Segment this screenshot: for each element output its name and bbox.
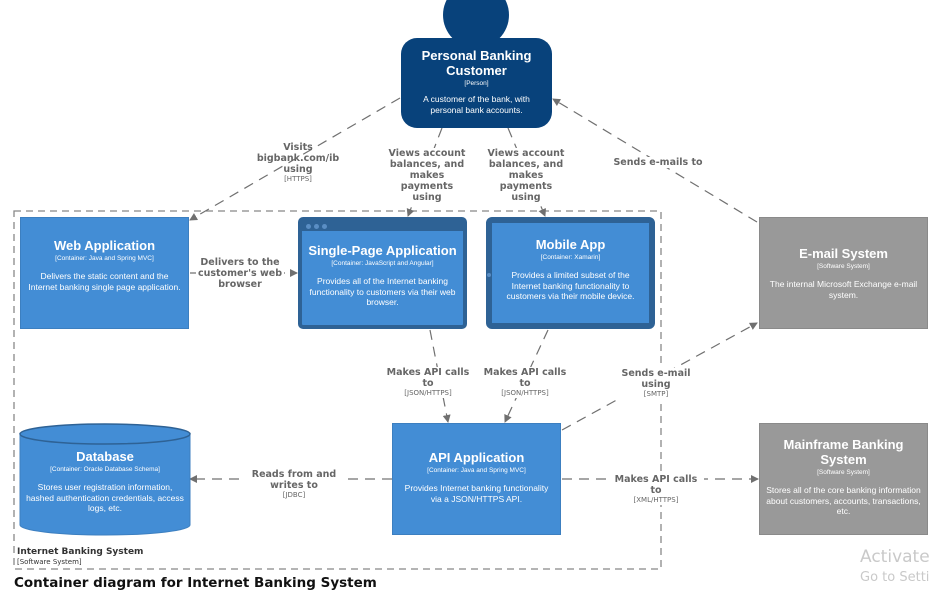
browser-dot-icon: [306, 224, 311, 229]
reads-writes-l2: writes to: [270, 480, 318, 491]
database-cylinder: [19, 423, 191, 536]
browser-toolbar: [302, 221, 463, 231]
api-mainframe-tech: [XML/HTTPS]: [633, 496, 679, 504]
boundary-label: Internet Banking System [Software System…: [17, 547, 143, 567]
diagram-title: Container diagram for Internet Banking S…: [14, 575, 377, 591]
spa-type: [Container: JavaScript and Angular]: [331, 260, 434, 267]
api-desc: Provides Internet banking functionality …: [404, 483, 549, 504]
views-spa-l4: using: [412, 192, 442, 203]
mainframe-type: [Software System]: [817, 469, 870, 476]
api-type: [Container: Java and Spring MVC]: [427, 467, 526, 474]
visits-l1: Visits: [283, 142, 313, 153]
boundary-name: Internet Banking System: [17, 547, 144, 557]
visits-tech: [HTTPS]: [284, 175, 312, 183]
views-mobile-l1: Views account: [487, 148, 565, 159]
mainframe-name-line1: Mainframe Banking: [783, 437, 904, 452]
email-type: [Software System]: [817, 263, 870, 270]
person-desc-line2: personal bank accounts.: [430, 104, 523, 115]
label-send-email-using: Sends e-mail using [SMTP]: [616, 368, 696, 399]
container-database: Database [Container: Oracle Database Sch…: [20, 449, 190, 529]
send-email-tech: [SMTP]: [643, 390, 669, 398]
person-name-line1: Personal Banking: [421, 48, 532, 63]
views-mobile-l3: makes payments: [499, 170, 553, 192]
label-views-spa: Views account balances, and makes paymen…: [382, 148, 472, 203]
mobile-name: Mobile App: [535, 237, 606, 252]
container-single-page-application: Single-Page Application [Container: Java…: [298, 217, 467, 329]
label-mobile-api: Makes API calls to [JSON/HTTPS]: [477, 367, 573, 398]
reads-writes-l1: Reads from and: [251, 469, 337, 480]
delivers-l1: Delivers to the: [200, 257, 280, 268]
views-spa-l1: Views account: [388, 148, 466, 159]
person-personal-banking-customer: Personal Banking Customer [Person] A cus…: [401, 38, 552, 128]
person-type: [Person]: [464, 80, 489, 87]
delivers-l3: browser: [218, 279, 262, 290]
views-spa-l3: makes payments: [400, 170, 454, 192]
person-name-line2: Customer: [446, 63, 507, 78]
browser-dot-icon: [322, 224, 327, 229]
spa-name: Single-Page Application: [308, 243, 457, 258]
send-email-l2: using: [641, 379, 671, 390]
visits-l3: using: [283, 164, 313, 175]
boundary-type: [Software System]: [17, 558, 82, 566]
label-spa-api: Makes API calls to [JSON/HTTPS]: [380, 367, 476, 398]
container-api-application: API Application [Container: Java and Spr…: [392, 423, 561, 535]
browser-dot-icon: [314, 224, 319, 229]
email-desc: The internal Microsoft Exchange e-mail s…: [769, 279, 918, 300]
mobile-api-l1: Makes API calls to: [483, 367, 567, 389]
container-web-application: Web Application [Container: Java and Spr…: [20, 217, 189, 329]
views-mobile-l4: using: [511, 192, 541, 203]
delivers-l2: customer's web: [197, 268, 283, 279]
label-views-mobile: Views account balances, and makes paymen…: [481, 148, 571, 203]
web-app-type: [Container: Java and Spring MVC]: [55, 255, 154, 262]
activate-watermark-line2: Go to Setti: [860, 570, 930, 585]
spa-api-l1: Makes API calls to: [386, 367, 470, 389]
visits-line: [189, 97, 401, 221]
system-email: E-mail System [Software System] The inte…: [759, 217, 928, 329]
api-mainframe-l1: Makes API calls to: [614, 474, 698, 496]
sends-emails-l1: Sends e-mails to: [613, 157, 703, 168]
mainframe-name-line2: System: [820, 452, 867, 467]
label-delivers: Delivers to the customer's web browser: [196, 257, 284, 290]
send-email-l1: Sends e-mail: [621, 368, 691, 379]
label-sends-emails: Sends e-mails to: [606, 157, 710, 168]
views-mobile-l2: balances, and: [488, 159, 564, 170]
system-boundary: [13, 210, 662, 570]
api-name: API Application: [428, 450, 525, 465]
label-api-mainframe: Makes API calls to [XML/HTTPS]: [608, 474, 704, 505]
system-mainframe-banking: Mainframe Banking System [Software Syste…: [759, 423, 928, 535]
views-spa-l2: balances, and: [389, 159, 465, 170]
database-type: [Container: Oracle Database Schema]: [50, 466, 160, 473]
web-app-desc: Delivers the static content and the Inte…: [28, 271, 181, 292]
email-name: E-mail System: [799, 246, 888, 261]
mobile-api-tech: [JSON/HTTPS]: [501, 389, 549, 397]
reads-writes-tech: [JDBC]: [282, 491, 306, 499]
database-name: Database: [76, 449, 134, 464]
web-app-name: Web Application: [53, 238, 156, 253]
person-head: [443, 0, 509, 48]
mobile-desc: Provides a limited subset of the Interne…: [506, 270, 635, 301]
label-reads-writes: Reads from and writes to [JDBC]: [246, 469, 342, 500]
phone-button-icon: [487, 273, 491, 277]
activate-watermark-line1: Activate: [860, 547, 930, 567]
label-visits: Visits bigbank.com/ib using [HTTPS]: [248, 142, 348, 184]
person-desc-line1: A customer of the bank, with: [423, 94, 530, 104]
mainframe-desc: Stores all of the core banking informati…: [766, 485, 921, 516]
container-mobile-app: Mobile App [Container: Xamarin] Provides…: [486, 217, 655, 329]
database-desc: Stores user registration information, ha…: [26, 482, 184, 513]
mobile-type: [Container: Xamarin]: [540, 254, 601, 261]
spa-api-tech: [JSON/HTTPS]: [404, 389, 452, 397]
visits-l2: bigbank.com/ib: [256, 153, 340, 164]
spa-desc: Provides all of the Internet banking fun…: [309, 276, 456, 307]
